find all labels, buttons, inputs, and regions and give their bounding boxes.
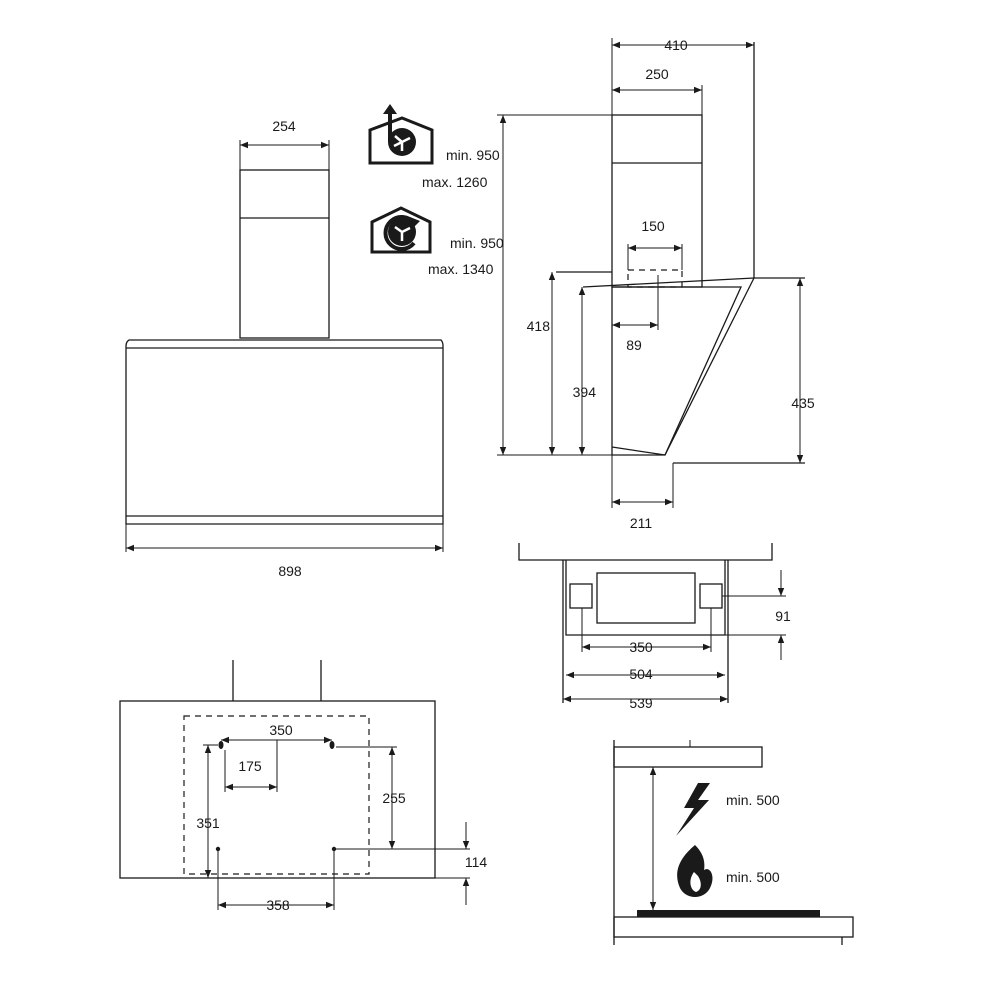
top-side-label: 91 [775, 608, 791, 624]
light-left [569, 583, 593, 609]
cooktop [637, 910, 820, 917]
electric-clearance-label: min. 500 [726, 792, 780, 808]
holes-top-label: 350 [269, 722, 293, 738]
cooktop-counter [613, 916, 854, 938]
vertical-left-label: 351 [196, 815, 220, 831]
exhaust-max-label: max. 1260 [422, 174, 488, 190]
hood-bottom-edge [613, 746, 763, 768]
bottom-depth-label: 211 [630, 515, 653, 531]
bottom-view: 350 504 539 91 [518, 543, 791, 711]
bottom-edge-label: 114 [465, 854, 488, 870]
height-back-label: 418 [527, 318, 551, 334]
height-front-label: 435 [791, 395, 815, 411]
exhaust-mode-icon [368, 104, 434, 165]
holes-bottom-label: 358 [266, 897, 290, 913]
outlet-offset-label: 89 [626, 337, 642, 353]
gas-clearance-label: min. 500 [726, 869, 780, 885]
clearance-view: min. 500 min. 500 [613, 740, 854, 945]
wall-mount-view: 350 175 255 351 114 358 [119, 660, 488, 913]
top-inner-label: 350 [629, 639, 653, 655]
side-view: 410 250 150 89 418 394 435 211 [497, 37, 815, 531]
wall-plate [119, 700, 436, 879]
control-panel [596, 572, 696, 624]
recirc-max-label: max. 1340 [428, 261, 494, 277]
exhaust-min-label: min. 950 [446, 147, 500, 163]
vertical-right-label: 255 [382, 790, 406, 806]
chimney-side [611, 114, 703, 288]
chimney-front [239, 169, 330, 339]
hood-side [611, 286, 743, 456]
hood-body [125, 339, 444, 525]
top-mid-label: 504 [629, 666, 653, 682]
recirculation-mode-icon [370, 206, 432, 254]
light-right [699, 583, 723, 609]
chimney-depth-label: 250 [645, 66, 669, 82]
height-inner-label: 394 [573, 384, 597, 400]
recirc-min-label: min. 950 [450, 235, 504, 251]
chimney-width-label: 254 [272, 118, 296, 134]
flame-icon [677, 845, 713, 897]
hood-width-label: 898 [278, 563, 302, 579]
top-total-label: 410 [664, 37, 688, 53]
hole-offset-label: 175 [238, 758, 262, 774]
lightning-icon [676, 783, 710, 836]
front-view: 254 898 [125, 118, 444, 579]
top-outer-label: 539 [629, 695, 653, 711]
outlet-depth-label: 150 [641, 218, 665, 234]
